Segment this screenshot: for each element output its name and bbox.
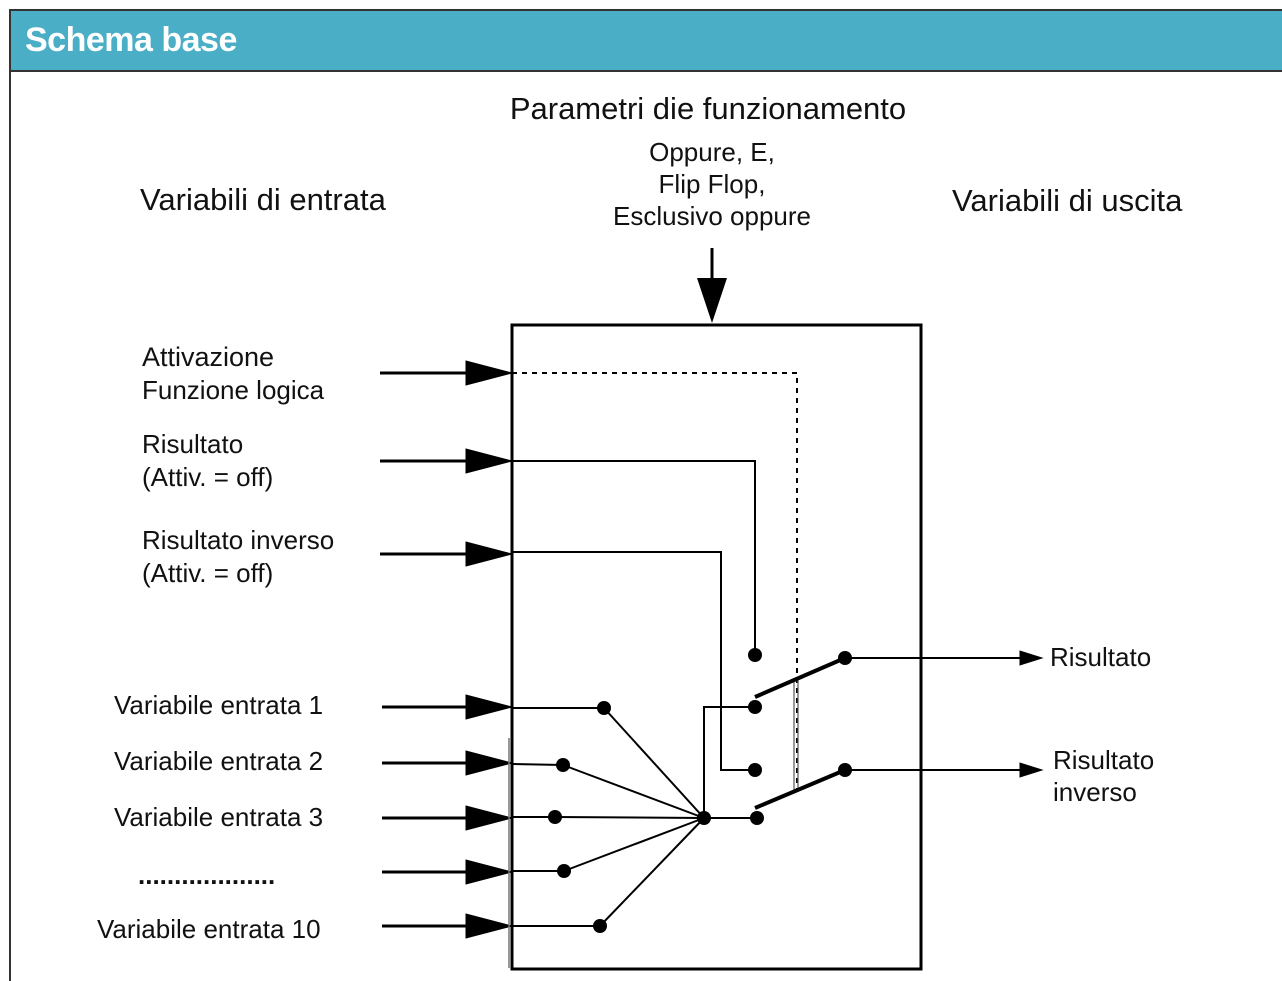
output-label-inverse-result: Risultato — [1053, 745, 1154, 775]
junction-nodes — [548, 648, 852, 933]
header-bar: Schema base — [11, 11, 1282, 72]
output-arrows — [845, 650, 1044, 778]
variable-input-wires — [511, 706, 755, 927]
input-arrow-result — [380, 448, 514, 474]
input-label-inverse-result: Risultato inverso — [142, 525, 334, 555]
input-arrow-variable-n — [382, 859, 514, 885]
diagram-frame — [9, 9, 1282, 981]
outputs-heading: Variabili di uscita — [952, 183, 1183, 218]
page-title: Schema base — [25, 21, 237, 59]
input-arrow-variable-2 — [382, 750, 514, 776]
output-arrow-result — [845, 650, 1044, 666]
output-arrow-inverse-result — [845, 762, 1044, 778]
input-label-activation: Attivazione — [142, 342, 274, 372]
input-label-variable-2: Variabile entrata 2 — [114, 746, 323, 776]
function-block — [510, 323, 923, 971]
input-arrow-activation — [380, 360, 514, 386]
switch-blades — [754, 656, 846, 810]
parameters-option-3: Esclusivo oppure — [613, 201, 811, 231]
input-arrow-variable-1 — [382, 694, 514, 720]
input-ellipsis: ................... — [138, 860, 275, 890]
input-arrow-variable-3 — [382, 805, 514, 831]
result-input-wire — [512, 460, 756, 655]
input-label-result: Risultato — [142, 429, 243, 459]
input-label-variable-1: Variabile entrata 1 — [114, 690, 323, 720]
inverse-result-input-wire — [512, 551, 755, 771]
input-label-variable-3: Variabile entrata 3 — [114, 802, 323, 832]
switch-coupling-line — [793, 678, 799, 790]
input-arrow-variable-10 — [382, 913, 514, 939]
output-label-inverse-result-sub: inverso — [1053, 777, 1137, 807]
parameters-option-1: Oppure, E, — [649, 137, 775, 167]
parameters-title: Parametri die funzionamento — [510, 91, 906, 126]
activation-dashed-line — [512, 372, 798, 790]
input-label-result-sub: (Attiv. = off) — [142, 462, 273, 492]
inputs-heading: Variabili di entrata — [140, 182, 387, 217]
input-label-variable-10: Variabile entrata 10 — [97, 914, 321, 944]
input-arrows — [380, 360, 514, 939]
input-arrow-inverse-result — [380, 541, 514, 567]
input-label-inverse-result-sub: (Attiv. = off) — [142, 558, 273, 588]
parameter-arrow — [697, 248, 727, 323]
output-label-result: Risultato — [1050, 642, 1151, 672]
input-label-activation-sub: Funzione logica — [142, 375, 325, 405]
parameters-option-2: Flip Flop, — [659, 169, 766, 199]
